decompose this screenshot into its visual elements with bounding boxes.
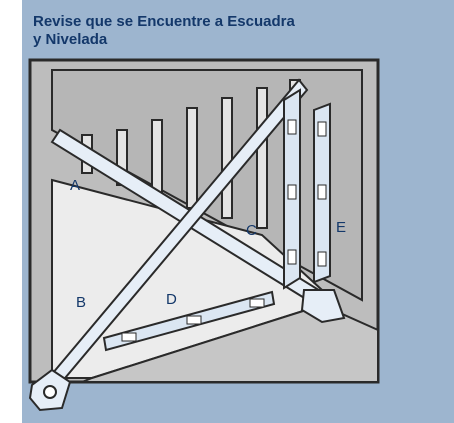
title-line-2: y Nivelada — [33, 31, 108, 48]
title-line-1: Revise que se Encuentre a Escuadra — [33, 13, 295, 30]
vertical-level-c — [283, 88, 301, 290]
label-c: C — [246, 222, 257, 239]
label-b: B — [76, 294, 86, 311]
vertical-level-e — [313, 102, 331, 284]
square-level-illustration: A B C D E — [28, 58, 380, 412]
figure-title: Revise que se Encuentre a Escuadra y Niv… — [33, 13, 413, 49]
tape-measure-case-right — [300, 289, 346, 324]
label-e: E — [336, 219, 346, 236]
figure-panel: Revise que se Encuentre a Escuadra y Niv… — [22, 0, 454, 423]
horizontal-level-d — [102, 290, 276, 352]
tape-measure-diagonal-b — [28, 78, 309, 412]
floor-ledge — [81, 303, 379, 383]
label-d: D — [166, 291, 177, 308]
label-a: A — [70, 177, 80, 194]
